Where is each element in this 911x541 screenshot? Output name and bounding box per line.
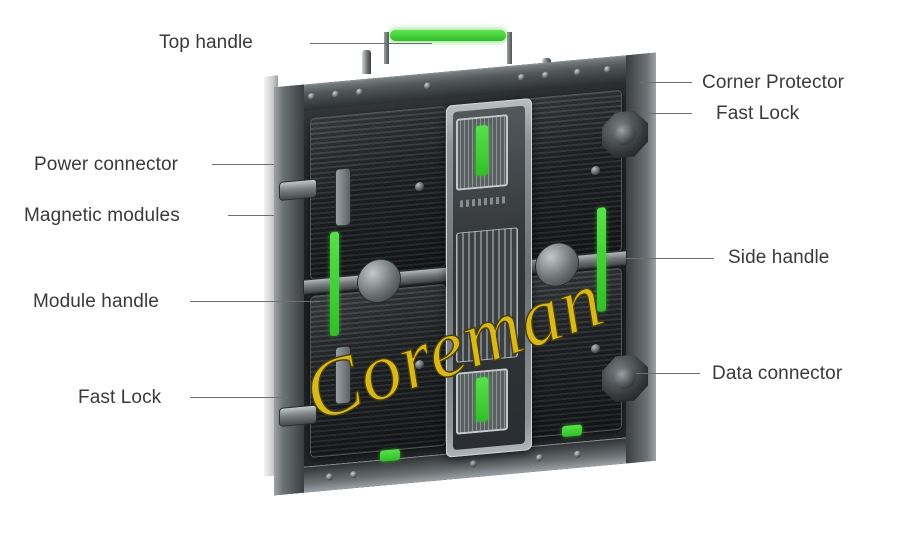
leader-top-handle	[310, 43, 432, 44]
led-cabinet-illustration	[258, 28, 670, 496]
fast-lock-eye	[614, 366, 636, 390]
power-connector-part	[280, 179, 316, 200]
status-led-bar	[476, 377, 488, 422]
bottom-tab-right	[562, 424, 582, 438]
label-corner-protector: Corner Protector	[702, 72, 845, 93]
module-grip	[336, 168, 350, 226]
label-power-connector: Power connector	[34, 154, 179, 175]
label-side-handle: Side handle	[728, 247, 830, 268]
side-handle-strip-right	[597, 207, 606, 312]
led-indicator-window-top	[456, 114, 508, 191]
leader-side-handle	[612, 258, 714, 259]
top-stud-left	[362, 50, 371, 74]
leader-data-connector	[636, 373, 700, 374]
leader-fast-lock-right	[648, 113, 692, 114]
label-fast-lock-right: Fast Lock	[716, 103, 800, 124]
label-top-handle: Top handle	[159, 32, 253, 53]
handle-arm-right	[507, 32, 512, 64]
label-fast-lock-left: Fast Lock	[78, 387, 162, 408]
label-module-handle: Module handle	[33, 291, 159, 312]
module-grip	[336, 346, 350, 404]
label-data-connector: Data connector	[712, 363, 843, 384]
heat-sink-fins	[456, 227, 518, 363]
leader-power-connector	[212, 164, 274, 165]
handle-arm-left	[384, 32, 389, 64]
label-magnetic-modules: Magnetic modules	[24, 205, 180, 226]
leader-magnetic-modules	[228, 215, 274, 216]
module-screw	[415, 359, 424, 370]
data-connector-part	[280, 405, 316, 426]
module-screw	[591, 343, 600, 354]
top-handle-part	[384, 30, 512, 64]
led-indicator-window-bottom	[456, 368, 508, 435]
leader-module-handle	[190, 301, 320, 302]
frame-post-left	[274, 84, 304, 496]
module-screw	[591, 165, 600, 176]
module-screw	[415, 181, 424, 192]
centre-service-column	[446, 97, 532, 458]
handle-green-grip	[390, 30, 506, 41]
module-handle-strip-left	[330, 231, 339, 337]
bottom-tab-left	[380, 448, 400, 462]
leader-corner-protector	[640, 82, 692, 83]
leader-fast-lock-left	[190, 397, 288, 398]
cabinet-body	[274, 52, 656, 496]
status-led-bar	[476, 124, 488, 177]
fast-lock-eye	[614, 122, 636, 146]
